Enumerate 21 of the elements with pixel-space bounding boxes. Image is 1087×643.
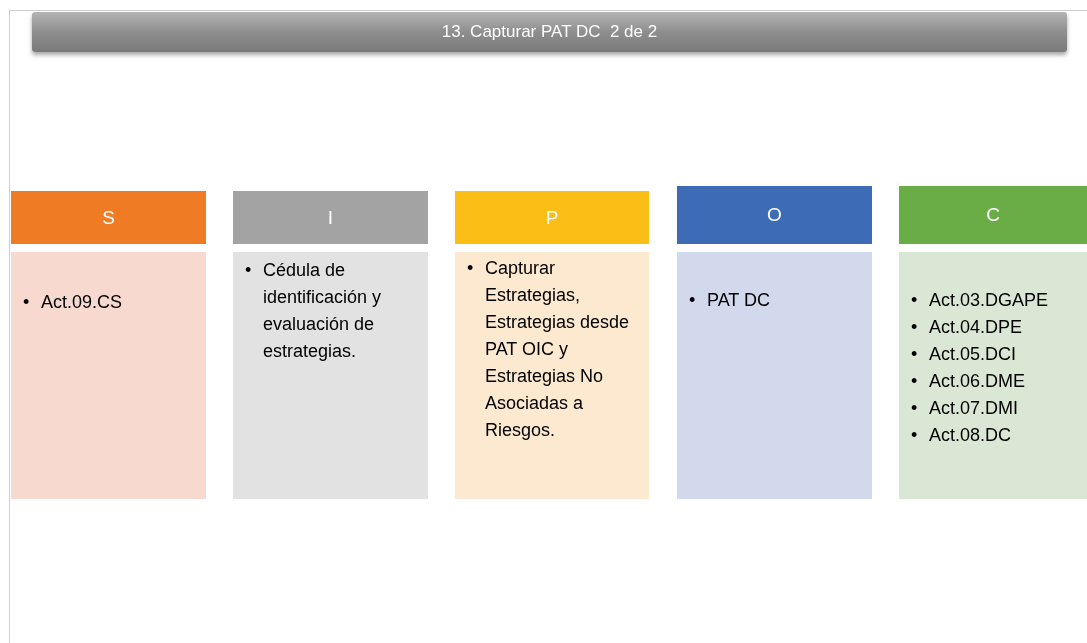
column-panel — [11, 252, 206, 499]
bullet-item: • Act.03.DGAPE — [911, 289, 1050, 312]
bullet-item: • Act.08.DC — [911, 424, 1013, 447]
column-panel — [233, 252, 428, 499]
bullet-item: • Act.09.CS — [23, 291, 124, 314]
column-panel — [899, 252, 1087, 499]
column-panel — [455, 252, 649, 499]
title-banner: 13. Capturar PAT DC 2 de 2 — [32, 12, 1067, 52]
column-header: O — [677, 186, 872, 244]
column-header: P — [455, 191, 649, 244]
bullet-item: • Act.05.DCI — [911, 343, 1018, 366]
column-header: S — [11, 191, 206, 244]
column-panel — [677, 252, 872, 499]
bullet-item: • Act.06.DME — [911, 370, 1027, 393]
bullet-item: • Capturar Estrategias, Estrategias desde PAT OIC y Estrategias No Asociadas a Riesgos. — [467, 257, 631, 442]
bullet-item: • PAT DC — [689, 289, 771, 312]
bullet-item: • Cédula de identificación y evaluación de estrategias. — [245, 259, 383, 363]
bullet-item: • Act.07.DMI — [911, 397, 1020, 420]
bullet-item: • Act.04.DPE — [911, 316, 1024, 339]
column-header: C — [899, 186, 1087, 244]
column-header: I — [233, 191, 428, 244]
